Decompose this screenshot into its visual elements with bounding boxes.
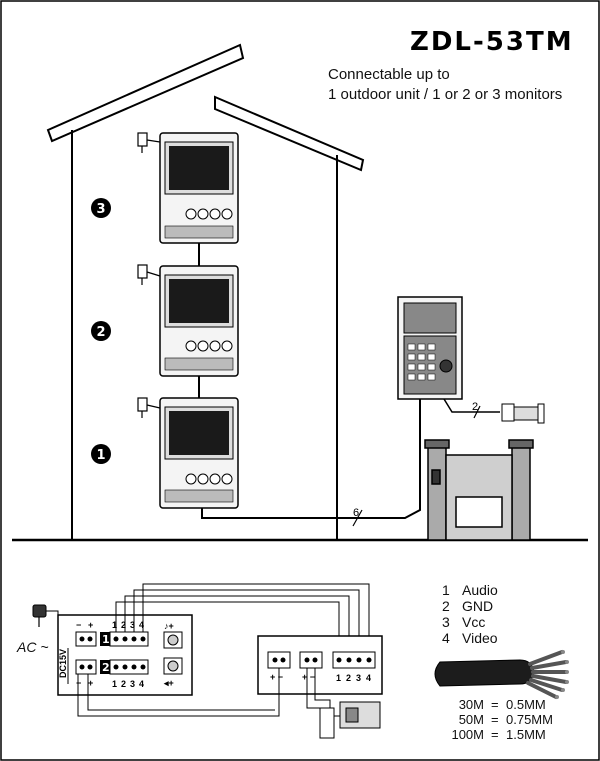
out-num-2: 2 [346,673,351,683]
electric-lock-small-icon [319,701,381,739]
spec-eq-3: = [491,727,499,742]
spec-size-2: 0.75MM [506,712,553,727]
terminal-block-2 [109,659,149,675]
lock-cable [443,398,500,413]
badge-2-text: 2 [96,325,105,340]
monitor-1 [159,397,239,509]
bottom-num-1: 1 [112,679,117,689]
bottom-num-3: 3 [130,679,135,689]
badge-1 [91,444,111,464]
block-1-tag [100,632,110,646]
legend-num-4: 4 [442,630,450,646]
gate [424,439,534,541]
main-cable [201,398,421,519]
badge-2 [91,321,111,341]
power-adapter-3 [137,132,161,153]
term-minus-top: − [76,620,81,630]
power-adapter-1 [137,397,161,418]
outdoor-unit [397,296,463,400]
legend-label-1: Audio [462,582,498,598]
legend-label-2: GND [462,598,493,614]
legend-num-1: 1 [442,582,450,598]
bottom-num-2: 2 [121,679,126,689]
subtitle-line-1: Connectable up to [328,66,450,83]
spec-eq-2: = [491,712,499,727]
term-plus-top: + [88,620,93,630]
spec-len-1: 30M [459,697,484,712]
legend-label-3: Vcc [462,614,485,630]
term-plus-bottom: + [88,678,93,688]
power-adapters [137,132,161,418]
top-num-1: 1 [112,620,117,630]
main-cable-tick [352,509,363,527]
wiring-section: AC ~ DC15V − + − + 1 2 3 4 1 2 1 2 3 4 [16,583,383,739]
music-note-icon: ♪+ [164,621,174,631]
speaker-icon: ◂+ [163,678,174,688]
outdoor-lock-polarity: + − [302,672,315,682]
subtitle-line-2: 1 outdoor unit / 1 or 2 or 3 monitors [328,86,562,103]
monitor-2 [159,265,239,377]
lock-cable-count: 2 [472,401,478,413]
cable-spec-table: 30M = 0.5MM 50M = 0.75MM 100M = 1.5MM [451,697,553,742]
terminal-block-1 [109,631,149,647]
top-num-3: 3 [130,620,135,630]
power-terminal-top [75,631,97,647]
electric-lock-icon [501,403,545,424]
badge-3-text: 3 [96,202,105,217]
legend-label-4: Video [462,630,498,646]
block-2-tag [100,660,110,674]
wire-legend: 1 Audio 2 GND 3 Vcc 4 Video [442,582,498,646]
power-wire [77,668,280,717]
signal-wires [115,583,370,652]
monitor-3 [159,132,239,244]
block-2-label: 2 [102,661,110,674]
badge-3 [91,198,111,218]
outdoor-power-polarity: + − [270,672,283,682]
outdoor-signal-terminal [332,651,376,669]
spec-eq-1: = [491,697,499,712]
ac-wire [46,610,59,628]
block-1-label: 1 [102,633,110,646]
out-num-4: 4 [366,673,371,683]
spec-size-1: 0.5MM [506,697,546,712]
ac-adapter-icon [32,604,47,627]
legend-num-3: 3 [442,614,450,630]
top-num-2: 2 [121,620,126,630]
power-adapter-2 [137,264,161,285]
model-title: ZDL-53TM [410,27,574,57]
legend-num-2: 2 [442,598,450,614]
main-cable-count: 6 [353,507,359,519]
outdoor-lock-terminal [299,651,323,669]
outdoor-power-terminal [267,651,291,669]
spec-len-2: 50M [459,712,484,727]
power-terminal-bottom [75,659,97,675]
bottom-num-4: 4 [139,679,144,689]
cable-illustration [434,650,569,699]
spec-len-3: 100M [451,727,484,742]
ac-label: AC ~ [16,639,49,655]
power-wire-2 [87,674,275,711]
spec-size-3: 1.5MM [506,727,546,742]
lock-cable-tick [473,405,481,419]
top-num-4: 4 [139,620,144,630]
dc15v-label: DC15V [58,649,68,678]
badge-1-text: 1 [96,448,105,463]
out-num-1: 1 [336,673,341,683]
house-outline [46,43,365,540]
term-minus-bottom: − [76,678,81,688]
keypad-keys [407,343,436,381]
monitor-number-badges: 3 2 1 [91,198,111,464]
out-num-3: 3 [356,673,361,683]
